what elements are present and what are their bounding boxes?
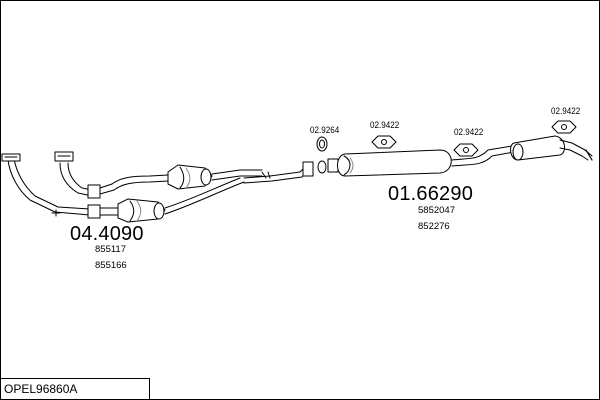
- gasket-part-number: 02.9264: [310, 125, 340, 136]
- gasket-ring: [317, 160, 327, 174]
- front-pipe-upper-branch-b: [67, 162, 93, 191]
- middle-silencer: [337, 149, 452, 177]
- gasket-icon: [316, 136, 328, 152]
- lower-catalytic-converter: [117, 198, 166, 223]
- rear-section-ref-2: 852276: [418, 221, 450, 232]
- rear-silencer: [510, 135, 566, 161]
- front-pipe-lower-branch-b: [13, 157, 91, 210]
- rear-section-assembly[interactable]: [327, 135, 593, 177]
- rubber-mount-b-part-number: 02.9422: [454, 127, 484, 138]
- front-pipe-ref-1: 855117: [95, 244, 126, 255]
- rubber-mount-c-part-number: 02.9422: [551, 106, 581, 117]
- front-pipe-lower-branch-a: [7, 159, 91, 216]
- rubber-mount-c-icon: [551, 120, 577, 134]
- rubber-mount-b-icon: [453, 143, 479, 157]
- rear-section-part-number: 01.66290: [388, 183, 474, 205]
- assembly-code-box: OPEL96860A: [0, 378, 150, 399]
- front-pipe-part-number: 04.4090: [70, 223, 144, 245]
- upper-catalytic-converter: [167, 164, 213, 190]
- front-pipe-assembly[interactable]: [1, 151, 314, 223]
- front-pipe-ref-2: 855166: [95, 260, 127, 271]
- assembly-code: OPEL96860A: [4, 382, 78, 396]
- front-pipe-end-flange: [302, 161, 314, 177]
- rear-section-ref-1: 5852047: [418, 205, 455, 216]
- front-pipe-upper-branch-a: [59, 162, 93, 197]
- rubber-mount-a-icon: [371, 135, 397, 149]
- rubber-mount-a-part-number: 02.9422: [370, 120, 400, 131]
